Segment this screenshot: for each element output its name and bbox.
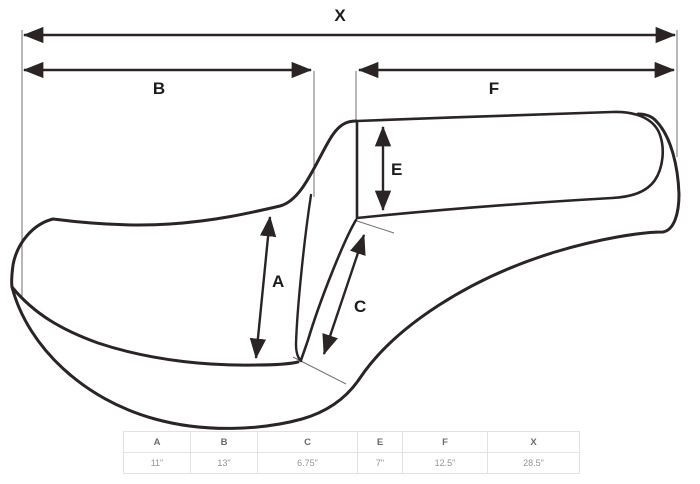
dimension-label-b: B: [153, 79, 165, 98]
table-value-f: 12.5": [402, 452, 488, 474]
table-value-e: 7": [357, 452, 403, 474]
seat-front-bottom-edge: [10, 285, 300, 367]
dimension-label-x: X: [334, 6, 346, 25]
table-header-f: F: [402, 431, 488, 453]
rear-pad-outline: [355, 110, 665, 220]
table-value-row: 11" 13" 6.75" 7" 12.5" 28.5": [123, 452, 580, 474]
seat-crease-line: [294, 193, 313, 363]
table-value-x: 28.5": [487, 452, 580, 474]
table-header-row: A B C E F X: [123, 431, 580, 453]
seat-nose-edge: [10, 217, 55, 289]
seat-outline: [10, 110, 681, 430]
dimension-arrow-a: [249, 215, 277, 360]
dimension-label-c: C: [354, 297, 366, 316]
table-value-b: 13": [190, 452, 258, 474]
seat-dimension-diagram: X B F E A C: [10, 6, 681, 430]
dimension-arrow-c: [322, 234, 366, 355]
extension-line-c-top: [356, 220, 395, 234]
dimension-arrows: [22, 26, 677, 360]
table-header-x: X: [487, 431, 580, 453]
extension-lines: [21, 30, 678, 385]
table-header-b: B: [190, 431, 258, 453]
table-header-a: A: [123, 431, 191, 453]
dimension-labels: X B F E A C: [153, 6, 499, 316]
table-value-c: 6.75": [257, 452, 358, 474]
seat-front-top-edge-and-hump: [51, 119, 358, 227]
dimension-label-a: A: [272, 272, 284, 291]
dimensions-table: A B C E F X 11" 13" 6.75" 7" 12.5" 28.5": [123, 431, 580, 474]
table-value-a: 11": [123, 452, 191, 474]
dimension-label-e: E: [391, 160, 402, 179]
dimension-label-f: F: [489, 79, 499, 98]
dimensions-table-grid: A B C E F X 11" 13" 6.75" 7" 12.5" 28.5": [123, 431, 580, 474]
table-header-e: E: [357, 431, 403, 453]
table-header-c: C: [257, 431, 358, 453]
seat-outer-skirt-edge: [10, 112, 681, 430]
